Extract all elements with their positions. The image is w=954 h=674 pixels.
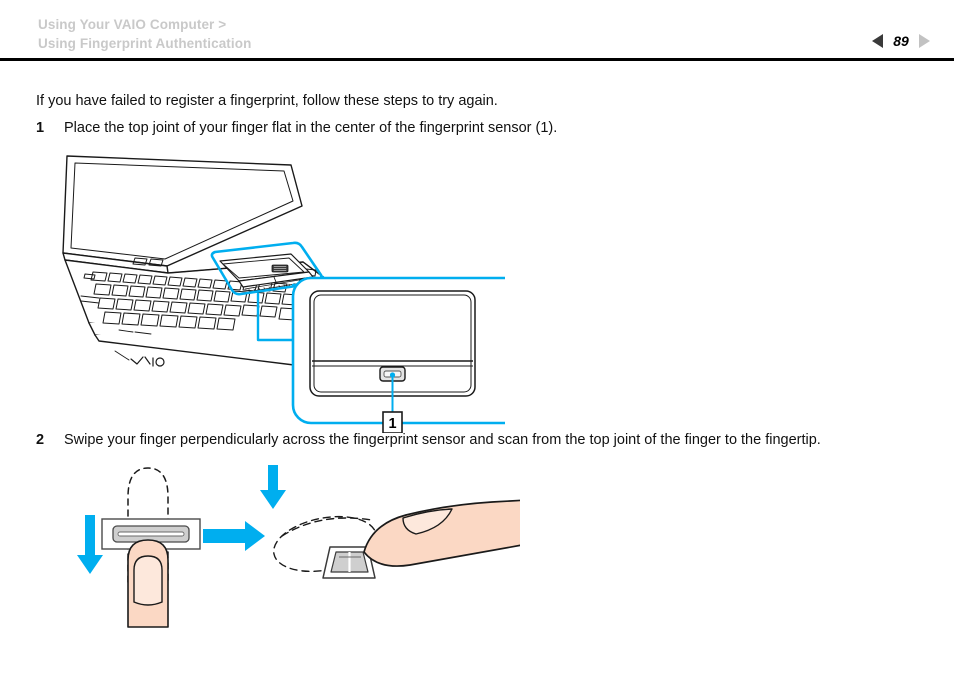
step-text-1: Place the top joint of your finger flat … [64, 120, 558, 136]
finger-side-view [363, 499, 520, 567]
header-divider [0, 58, 954, 61]
step-number-2: 2 [36, 432, 45, 448]
fingerprint-sensor-side-view [322, 546, 376, 579]
laptop-touchpad-figure: 1 [55, 148, 505, 433]
callout-number-1: 1 [388, 416, 396, 432]
triangle-right-icon[interactable] [919, 34, 930, 48]
step-text-2: Swipe your finger perpendicularly across… [64, 432, 821, 448]
page-navigation: 89 [872, 32, 930, 50]
side-swipe-view [203, 465, 520, 579]
step-item-2: 2 Swipe your finger perpendicularly acro… [36, 432, 821, 448]
down-arrow-icon [260, 465, 286, 509]
finger-swipe-figure [60, 452, 520, 642]
step-number-1: 1 [36, 120, 45, 136]
step-item-1: 1 Place the top joint of your finger fla… [36, 120, 557, 136]
touchpad-highlight [210, 241, 324, 296]
breadcrumb-parent: Using Your VAIO Computer > [38, 17, 227, 32]
breadcrumb: Using Your VAIO Computer > Using Fingerp… [38, 15, 251, 53]
page-number: 89 [893, 33, 909, 49]
page-header: Using Your VAIO Computer > Using Fingerp… [0, 0, 954, 61]
intro-paragraph: If you have failed to register a fingerp… [36, 93, 498, 109]
down-arrow-icon [77, 515, 103, 574]
magnified-touchpad-callout: 1 [291, 276, 505, 433]
right-arrow-icon [203, 521, 265, 551]
breadcrumb-current: Using Fingerprint Authentication [38, 36, 252, 51]
top-down-swipe-view [77, 467, 201, 628]
finger-top-view [127, 539, 169, 628]
triangle-left-icon[interactable] [872, 34, 883, 48]
